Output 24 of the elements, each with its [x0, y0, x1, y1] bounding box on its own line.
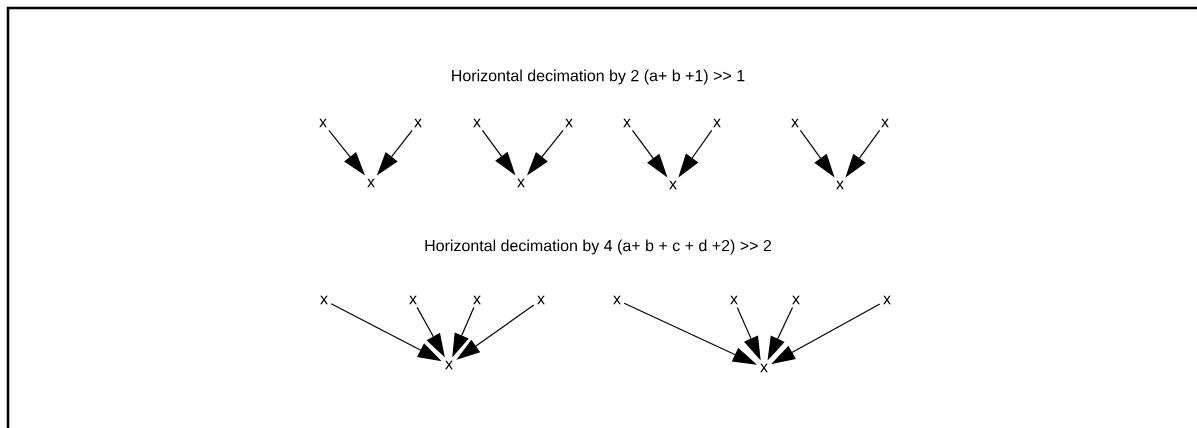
sample-label: x	[883, 295, 891, 305]
sample-label: x	[473, 295, 481, 305]
sample-label: x	[623, 118, 631, 128]
sample-label: x	[473, 118, 481, 128]
sample-label: x	[792, 295, 800, 305]
sample-label: x	[537, 295, 545, 305]
sample-label: x	[320, 295, 328, 305]
sample-label: x	[760, 363, 768, 373]
sample-label: x	[881, 118, 889, 128]
sample-label: x	[713, 118, 721, 128]
sample-label: x	[409, 295, 417, 305]
sample-label: x	[613, 295, 621, 305]
sample-label: x	[517, 178, 525, 188]
sample-label: x	[367, 178, 375, 188]
sample-label: x	[669, 180, 677, 190]
sample-label: x	[319, 118, 327, 128]
sample-label: x	[414, 118, 422, 128]
sample-label: x	[836, 180, 844, 190]
sample-label: x	[791, 118, 799, 128]
sample-label: x	[730, 295, 738, 305]
heading: Horizontal decimation by 2 (a+ b +1) >> 1	[452, 69, 745, 85]
sample-label: x	[565, 118, 573, 128]
heading: Horizontal decimation by 4 (a+ b + c + d +2) >> 2	[425, 239, 771, 255]
sample-label: x	[445, 360, 453, 370]
